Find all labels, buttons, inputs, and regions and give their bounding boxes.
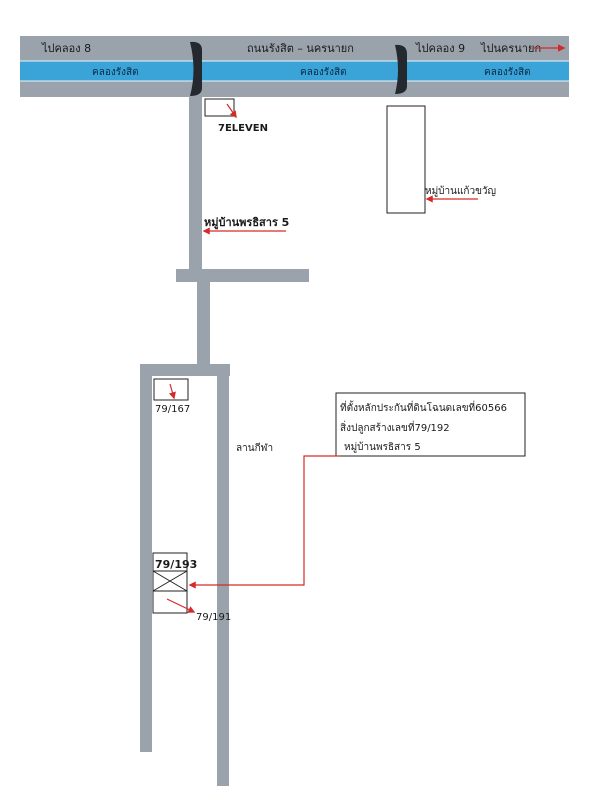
bridge-left bbox=[190, 41, 202, 96]
canal-label-left: คลองรังสิต bbox=[92, 67, 139, 78]
rangsit-canal bbox=[20, 61, 569, 81]
canal-label-right: คลองรังสิต bbox=[484, 67, 531, 78]
soi-middle bbox=[197, 282, 210, 364]
road-center-label: ถนนรังสิต – นครนายก bbox=[247, 42, 354, 55]
info-line3: หมู่บ้านพรธิสาร 5 bbox=[344, 441, 421, 453]
plot-79-193-label: 79/193 bbox=[155, 558, 197, 571]
seven-eleven-arrow bbox=[226, 103, 237, 119]
open-field-label: ลานกีฬา bbox=[236, 442, 273, 454]
village-kaew-label: หมู่บ้านแก้วขวัญ bbox=[425, 185, 496, 197]
lane-connector bbox=[140, 364, 230, 376]
info-line2: สิ่งปลูกสร้างเลขที่79/192 bbox=[340, 420, 450, 434]
plot-79-191-label: 79/191 bbox=[196, 612, 231, 623]
canal-label-center: คลองรังสิต bbox=[300, 67, 347, 78]
lane-left bbox=[140, 364, 152, 752]
property-pointer-arrow bbox=[188, 455, 340, 589]
village-pornsiri-label: หมู่บ้านพรธิสาร 5 bbox=[204, 216, 289, 230]
plot-79-167-label: 79/167 bbox=[155, 404, 190, 415]
lane-right bbox=[217, 364, 229, 786]
plot-79-191-arrow bbox=[166, 598, 196, 613]
plot-79-193 bbox=[152, 552, 188, 614]
cross-road bbox=[176, 269, 309, 282]
road-mid-label: ไปคลอง 9 bbox=[415, 42, 465, 55]
info-box bbox=[335, 392, 526, 457]
info-line1: ที่ตั้งหลักประกันที่ดินโฉนดเลขที่60566 bbox=[340, 400, 507, 414]
seven-eleven-label: 7ELEVEN bbox=[218, 123, 268, 134]
soi-upper bbox=[189, 97, 202, 269]
seven-eleven-box bbox=[204, 98, 235, 117]
road-left-label: ไปคลอง 8 bbox=[41, 42, 91, 55]
bridge-right bbox=[395, 44, 407, 94]
village-kaew-box bbox=[386, 105, 426, 214]
road-right-label: ไปนครนายก bbox=[480, 42, 541, 55]
plot-79-167-arrow bbox=[168, 383, 176, 400]
